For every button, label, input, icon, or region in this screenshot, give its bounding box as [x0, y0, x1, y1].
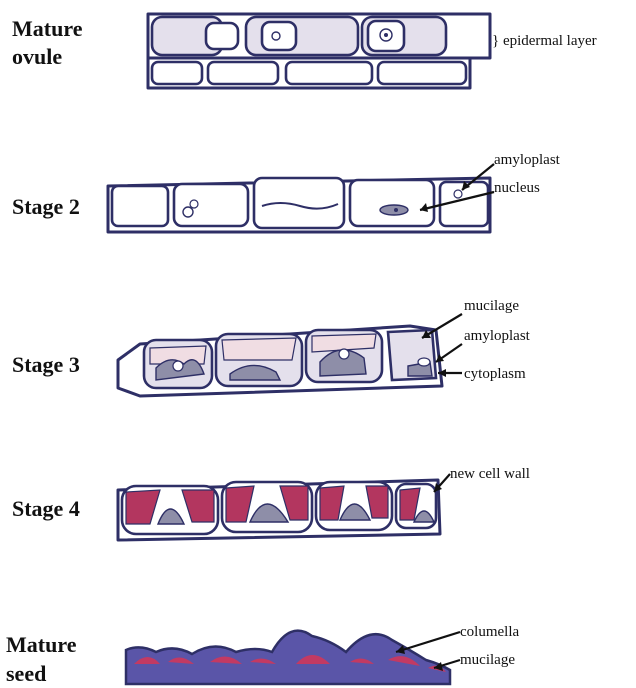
callout-amyloplast: amyloplast	[494, 152, 561, 168]
stage-2-nucleus	[183, 207, 193, 217]
callout-mucilage-2: mucilage	[460, 652, 515, 668]
amyloplast	[190, 200, 198, 208]
stage-3-illustration	[118, 326, 442, 396]
callout-new-cell-wall: new cell wall	[450, 466, 530, 482]
stage-2-cell	[112, 186, 168, 226]
inner-cell	[378, 62, 466, 84]
mature-seed-illustration	[126, 631, 450, 684]
mucilage	[222, 338, 296, 360]
stage-2-illustration	[108, 178, 490, 232]
stage-2-cell	[350, 180, 434, 226]
ovule-cell-lumen	[206, 23, 238, 49]
callout-columella: columella	[460, 624, 519, 640]
mature-ovule-illustration	[148, 14, 490, 88]
callout-mucilage: mucilage	[464, 298, 519, 314]
ovule-nucleus	[272, 32, 280, 40]
callout-amyloplast-2: amyloplast	[464, 328, 531, 344]
stage-2-cell	[174, 184, 248, 226]
stage-2-nucleus	[394, 208, 398, 212]
stage-label-mature-seed-line2: seed	[6, 661, 46, 686]
stage-4-illustration	[118, 480, 440, 540]
amyloplast	[339, 349, 349, 359]
arrow-columella	[396, 632, 460, 652]
amyloplast	[454, 190, 462, 198]
stage-label-mature-seed-line1: Mature	[6, 632, 77, 657]
stage-label-stage-2: Stage 2	[12, 194, 80, 219]
nucleolus	[384, 33, 388, 37]
callout-epidermal-layer: } epidermal layer	[492, 33, 597, 49]
amyloplast	[418, 358, 430, 366]
stage-label-stage-3: Stage 3	[12, 352, 80, 377]
stage-label-mature-ovule-line1: Mature	[12, 16, 83, 41]
callout-cytoplasm: cytoplasm	[464, 366, 526, 382]
stage-2-cell	[254, 178, 344, 228]
inner-cell	[208, 62, 278, 84]
amyloplast	[173, 361, 183, 371]
callout-nucleus: nucleus	[494, 180, 540, 196]
inner-cell	[152, 62, 202, 84]
stage-label-mature-ovule-line2: ovule	[12, 44, 62, 69]
inner-cell	[286, 62, 372, 84]
stage-label-stage-4: Stage 4	[12, 496, 80, 521]
